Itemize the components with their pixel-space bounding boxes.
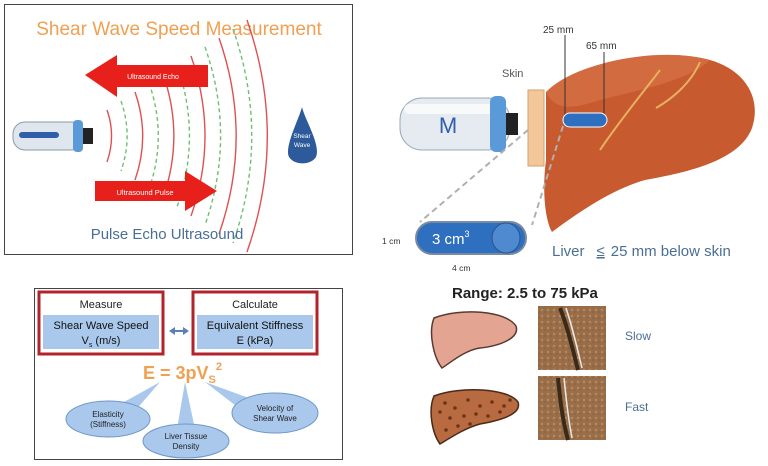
volume-label: 3 cm3 [432,229,470,248]
pulse-echo-figure: Shear Wave Speed Measurement Ultrasound … [12,19,322,253]
cirrhosis-nodule [478,404,482,408]
formula-figure: Measure Shear Wave Speed Vs (m/s) Calcul… [37,290,319,459]
liver-depth-caption: Liver≤25 mm below skin [552,243,731,260]
measurement-volume [562,112,608,128]
echo-arrow-label: Ultrasound Echo [127,74,179,81]
cirrhosis-nodule [502,404,506,408]
calculate-header: Calculate [232,299,278,311]
bubble-elasticity: Elasticity (Stiffness) [65,400,151,438]
healthy-liver-icon [430,311,518,369]
wave-arc [120,100,128,172]
measure-header: Measure [80,299,123,311]
wave-arc [218,37,237,235]
pulse-arrow: Ultrasound Pulse [95,171,217,211]
skin-label: Skin [502,68,523,80]
probe-liver-figure: M Skin 25 mm 65 mm 3 cm3 1 cm 4 cm Liver… [382,25,755,273]
wave-arc [106,109,113,163]
probe-m-icon: M [399,96,518,152]
depth-near-label: 25 mm [543,25,574,36]
measure-box: Measure Shear Wave Speed Vs (m/s) [37,290,165,356]
shear-wave-label-2: Wave [294,142,311,149]
cirrhosis-nodule [444,428,448,432]
bubble-density: Liver Tissue Density [142,423,230,459]
cirrhosis-nodule [468,422,472,426]
pulse-echo-title: Shear Wave Speed Measurement [36,19,322,40]
svg-text:Elasticity: Elasticity [92,410,124,419]
volume-cylinder: 3 cm3 [415,221,527,255]
calculate-line2: E (kPa) [237,335,274,347]
pulse-arrow-label: Ultrasound Pulse [116,188,173,197]
wave-arc [148,82,159,190]
svg-text:Liver Tissue: Liver Tissue [165,432,208,441]
formula-panel: Measure Shear Wave Speed Vs (m/s) Calcul… [34,288,343,460]
cirrhotic-liver-icon [430,389,520,445]
cirrhosis-nodule [453,406,457,410]
cirrhosis-nodule [486,414,490,418]
double-arrow-icon [169,327,189,335]
bubble-velocity: Velocity of Shear Wave [231,392,319,434]
cirrhosis-nodule [490,400,494,404]
measure-line2: Vs (m/s) [82,335,121,349]
wave-arc [134,91,144,181]
wave-arc [162,73,175,199]
small-probe-icon [12,120,93,152]
calculate-line1: Equivalent Stiffness [207,320,304,332]
wave-fronts [106,19,268,253]
slow-label: Slow [625,329,651,343]
wave-arc [232,28,253,244]
cirrhosis-nodule [508,398,512,402]
cirrhosis-nodule [474,412,478,416]
shear-wave-label-1: Shear [293,133,311,140]
cirrhosis-nodule [466,398,470,402]
depth-far-label: 65 mm [586,41,617,52]
width-label: 4 cm [452,263,470,273]
height-label: 1 cm [382,236,400,246]
stiffness-formula: E = 3pVS2 [143,361,222,386]
svg-text:(Stiffness): (Stiffness) [90,420,126,429]
measure-line1: Shear Wave Speed [54,320,149,332]
slow-elastogram [538,306,606,371]
fast-label: Fast [625,400,649,414]
cirrhosis-nodule [456,424,460,428]
cirrhosis-nodule [443,401,447,405]
svg-text:Density: Density [173,442,200,451]
probe-letter: M [439,113,457,138]
shear-wave-shape: Shear Wave [287,107,317,164]
cirrhosis-nodule [462,414,466,418]
wave-arc [204,46,222,226]
calculate-box: Calculate Equivalent Stiffness E (kPa) [191,290,319,356]
cirrhosis-nodule [448,416,452,420]
echo-arrow: Ultrasound Echo [85,55,208,97]
skin-layer [527,89,545,167]
range-figure: Range: 2.5 to 75 kPa Slow Fast [430,285,651,445]
cirrhosis-nodule [438,410,442,414]
pulse-echo-panel: Shear Wave Speed Measurement Ultrasound … [4,4,353,255]
pulse-echo-caption: Pulse Echo Ultrasound [91,226,244,243]
cirrhosis-nodule [498,410,502,414]
svg-text:Velocity of: Velocity of [257,404,294,413]
wave-arc [246,19,268,253]
range-title: Range: 2.5 to 75 kPa [452,285,599,302]
fast-elastogram [538,376,606,441]
svg-text:Shear Wave: Shear Wave [253,414,297,423]
